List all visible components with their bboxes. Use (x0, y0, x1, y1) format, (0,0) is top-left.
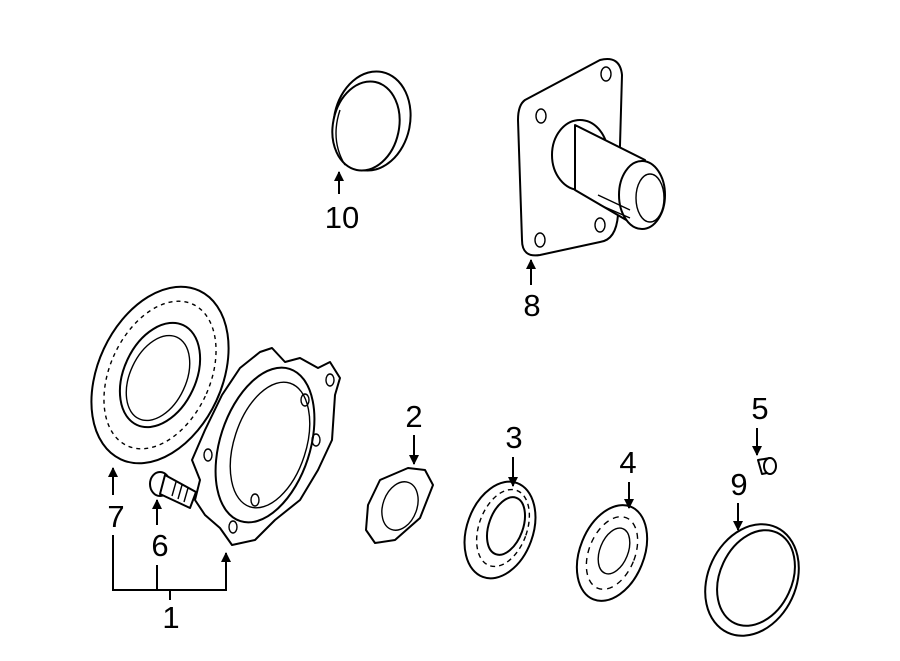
part-7-tone-ring (90, 285, 230, 465)
callout-9: 9 (730, 467, 747, 502)
part-8-spindle (517, 58, 666, 257)
part-6-wheel-stud (149, 471, 197, 509)
callout-10: 10 (325, 200, 359, 235)
leader-1-bracket (112, 535, 231, 591)
part-1-hub (191, 347, 341, 546)
callout-5: 5 (751, 391, 768, 426)
callout-1: 1 (162, 600, 179, 635)
callout-8: 8 (523, 288, 540, 323)
callout-3: 3 (505, 420, 522, 455)
part-4-lock-washer (575, 504, 649, 602)
leader-lines (108, 171, 762, 600)
callout-7: 7 (107, 499, 124, 534)
callout-2: 2 (405, 399, 422, 434)
part-2-washer (365, 467, 434, 544)
part-5-screw (757, 457, 777, 475)
callout-4: 4 (619, 445, 636, 480)
part-3-bearing (463, 480, 537, 580)
part-9-seal (704, 523, 800, 637)
part-10-dust-cap (331, 70, 412, 172)
callout-6: 6 (151, 528, 168, 563)
